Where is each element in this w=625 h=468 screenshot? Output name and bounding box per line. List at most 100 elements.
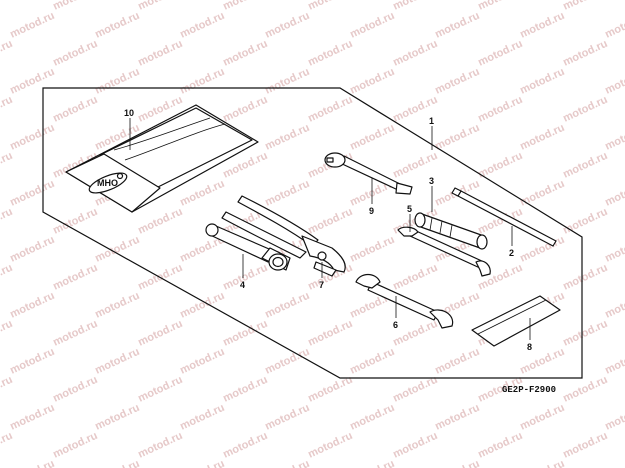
watermark-text: motod.ru — [348, 346, 396, 377]
callout-8: 8 — [527, 342, 532, 352]
watermark-text: motod.ru — [391, 38, 439, 69]
watermark-text: motod.ru — [561, 318, 609, 349]
watermark-text: motod.ru — [603, 234, 625, 265]
watermark-text: motod.ru — [603, 122, 625, 153]
watermark-text: motod.ru — [348, 122, 396, 153]
watermark-text: motod.ru — [263, 10, 311, 41]
watermark-text: motod.ru — [603, 66, 625, 97]
watermark-text: motod.ru — [433, 346, 481, 377]
callout-7: 7 — [319, 280, 324, 290]
watermark-text: motod.ru — [263, 290, 311, 321]
watermark-text: motod.ru — [306, 38, 354, 69]
watermark-text: motod.ru — [518, 122, 566, 153]
watermark-text: motod.ru — [178, 290, 226, 321]
watermark-text: motod.ru — [93, 402, 141, 433]
watermark-text: motod.ru — [391, 318, 439, 349]
strap — [471, 295, 561, 347]
watermark-text: motod.ru — [561, 0, 609, 13]
watermark-text: motod.ru — [0, 38, 14, 69]
watermark-text: motod.ru — [518, 346, 566, 377]
watermark-text: motod.ru — [391, 430, 439, 461]
watermark-text: motod.ru — [603, 178, 625, 209]
watermark-text: motod.ru — [221, 374, 269, 405]
watermark-text: motod.ru — [136, 430, 184, 461]
watermark-text: motod.ru — [221, 38, 269, 69]
callout-4: 4 — [240, 280, 245, 290]
watermark-text: motod.ru — [93, 10, 141, 41]
watermark-text: motod.ru — [518, 178, 566, 209]
watermark-text: motod.ru — [348, 10, 396, 41]
callout-3: 3 — [429, 176, 434, 186]
pliers — [221, 195, 346, 277]
watermark-text: motod.ru — [263, 122, 311, 153]
watermark-text: motod.ru — [93, 290, 141, 321]
watermark-text: motod.ru — [476, 430, 524, 461]
wrench-9 — [324, 152, 413, 195]
watermark-text: motod.ru — [306, 318, 354, 349]
watermark-text: motod.ru — [51, 262, 99, 293]
watermark-text: motod.ru — [476, 0, 524, 13]
watermark-text: motod.ru — [306, 206, 354, 237]
watermark-text: motod.ru — [263, 346, 311, 377]
watermark-text: motod.ru — [518, 66, 566, 97]
watermark-text: motod.ru — [603, 346, 625, 377]
watermark-text: motod.ru — [306, 430, 354, 461]
callout-10: 10 — [124, 108, 134, 118]
callout-2: 2 — [509, 248, 514, 258]
watermark-text: motod.ru — [8, 122, 56, 153]
case-emblem — [88, 172, 128, 194]
watermark-text: motod.ru — [561, 150, 609, 181]
watermark-text: motod.ru — [221, 262, 269, 293]
watermark-text: motod.ru — [0, 94, 14, 125]
watermark-text: motod.ru — [8, 10, 56, 41]
watermark-text: motod.ru — [561, 262, 609, 293]
watermark-text: motod.ru — [8, 458, 56, 468]
watermark-text: motod.ru — [476, 94, 524, 125]
watermark-text: motod.ru — [263, 458, 311, 468]
watermark-text: motod.ru — [93, 346, 141, 377]
watermark-text: motod.ru — [221, 0, 269, 13]
watermark-text: motod.ru — [8, 290, 56, 321]
kit-boundary — [42, 87, 583, 379]
callout-6: 6 — [393, 320, 398, 330]
watermark-text: motod.ru — [0, 318, 14, 349]
tool-case: MHO — [65, 104, 259, 213]
watermark-text: motod.ru — [51, 430, 99, 461]
watermark-text: motod.ru — [0, 150, 14, 181]
watermark-text: motod.ru — [603, 458, 625, 468]
callout-9: 9 — [369, 206, 374, 216]
wrench-6 — [355, 273, 454, 329]
watermark-text: motod.ru — [391, 262, 439, 293]
box-spanner — [205, 223, 291, 271]
watermark-text: motod.ru — [136, 318, 184, 349]
watermark-text: motod.ru — [178, 10, 226, 41]
leader-lines — [129, 118, 531, 340]
case-label: MHO — [97, 178, 118, 188]
screwdriver-bit — [451, 187, 557, 247]
watermark-text: motod.ru — [221, 430, 269, 461]
watermark-text: motod.ru — [561, 38, 609, 69]
watermark-text: motod.ru — [136, 206, 184, 237]
watermark-text: motod.ru — [0, 262, 14, 293]
watermark-text: motod.ru — [603, 10, 625, 41]
watermark-text: motod.ru — [476, 38, 524, 69]
wrench-5 — [397, 226, 491, 277]
watermark-text: motod.ru — [603, 402, 625, 433]
watermark-text: motod.ru — [518, 10, 566, 41]
watermark-text: motod.ru — [221, 94, 269, 125]
callout-labels: 1 2 3 4 5 6 7 8 9 10 — [124, 108, 532, 352]
watermark-text: motod.ru — [0, 0, 14, 13]
watermark-text: motod.ru — [518, 458, 566, 468]
watermark-text: motod.ru — [93, 66, 141, 97]
watermark-text: motod.ru — [136, 0, 184, 13]
watermark-text: motod.ru — [51, 38, 99, 69]
watermark-text: motod.ru — [8, 402, 56, 433]
watermark-text: motod.ru — [348, 66, 396, 97]
watermark-text: motod.ru — [0, 430, 14, 461]
watermark-text: motod.ru — [433, 402, 481, 433]
watermark-text: motod.ru — [178, 458, 226, 468]
watermark-text: motod.ru — [433, 10, 481, 41]
watermark-text: motod.ru — [136, 374, 184, 405]
